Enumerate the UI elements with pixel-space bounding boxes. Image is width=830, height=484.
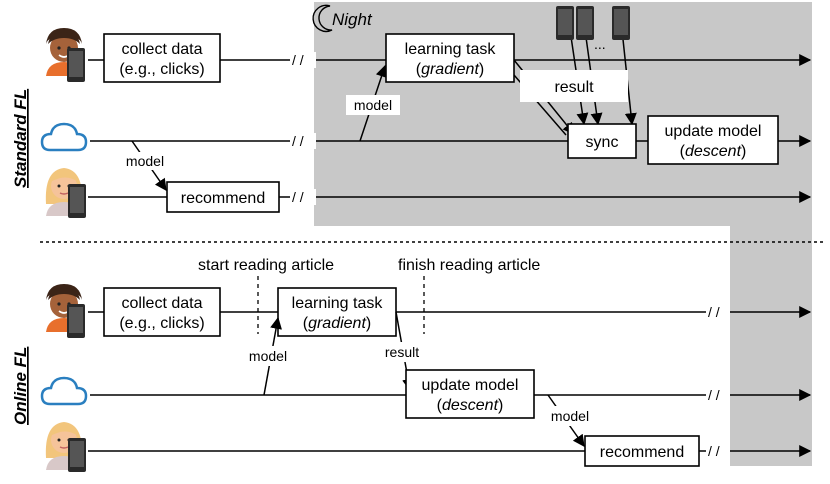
- learning-task-label: learning task: [292, 295, 384, 312]
- model-label: model: [354, 97, 392, 113]
- collect-data-box: [103, 287, 221, 337]
- phone-icon: [67, 48, 85, 82]
- recommend-label: recommend: [181, 190, 265, 207]
- standard-fl-label: Standard FL: [11, 89, 30, 188]
- model-label: model: [126, 153, 164, 169]
- break-mark: / /: [292, 133, 304, 149]
- update-model-box: [647, 115, 779, 165]
- learning-task-label: learning task: [405, 41, 497, 58]
- break-mark: / /: [292, 52, 304, 68]
- finish-reading-label: finish reading article: [398, 257, 540, 274]
- start-reading-label: start reading article: [198, 257, 334, 274]
- sync-box: [567, 123, 637, 159]
- collect-data-label: collect data: [122, 295, 203, 312]
- online-fl-label: Online FL: [11, 347, 30, 425]
- update-model-label: update model: [422, 377, 519, 394]
- cloud-icon: [40, 122, 88, 152]
- cloud-icon: [40, 376, 88, 406]
- learning-task-sub: (gradient): [303, 315, 371, 332]
- learning-task-box: [385, 33, 515, 83]
- update-model-sub: (descent): [680, 143, 747, 160]
- model-label: model: [551, 408, 589, 424]
- learning-task-box: [277, 287, 397, 337]
- moon-icon: [312, 4, 333, 33]
- result-label: result: [385, 344, 419, 360]
- phone-icon: [612, 6, 630, 40]
- update-model-sub: (descent): [437, 397, 504, 414]
- model-label: model: [249, 348, 287, 364]
- result-label-bg: [520, 70, 628, 102]
- phone-icon: [68, 184, 86, 218]
- collect-data-sub: (e.g., clicks): [119, 315, 204, 332]
- phone-icon: [68, 438, 86, 472]
- collect-data-label: collect data: [122, 41, 203, 58]
- sync-label: sync: [586, 134, 619, 151]
- ellipsis: ...: [594, 36, 606, 52]
- recommend-label: recommend: [600, 444, 684, 461]
- phone-icon: [67, 304, 85, 338]
- break-mark: / /: [708, 387, 720, 403]
- learning-task-sub: (gradient): [416, 61, 484, 78]
- recommend-box: [584, 435, 700, 467]
- update-model-label: update model: [665, 123, 762, 140]
- phone-icon: [576, 6, 594, 40]
- break-mark: / /: [708, 304, 720, 320]
- result-label: result: [554, 79, 594, 96]
- break-mark: / /: [708, 443, 720, 459]
- update-model-box: [405, 369, 535, 419]
- collect-data-box: [103, 33, 221, 83]
- break-mark: / /: [292, 189, 304, 205]
- recommend-box: [166, 181, 280, 213]
- phone-icon: [556, 6, 574, 40]
- night-label: Night: [332, 10, 373, 29]
- collect-data-sub: (e.g., clicks): [119, 61, 204, 78]
